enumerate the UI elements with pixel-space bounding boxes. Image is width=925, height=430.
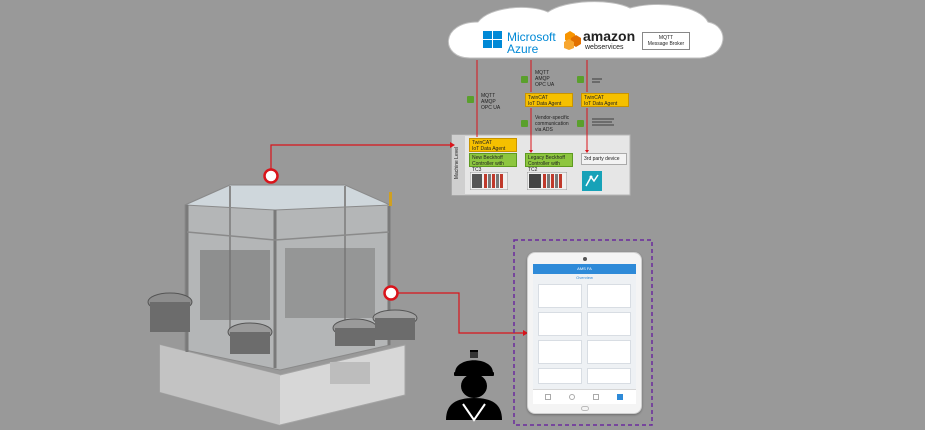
cloud-connections <box>476 60 588 137</box>
tablet-camera <box>583 257 587 261</box>
list-item[interactable] <box>538 312 582 336</box>
azure-logo-icon <box>483 31 507 53</box>
machine-connector-point-mid <box>383 285 399 301</box>
list-item[interactable] <box>587 340 631 364</box>
lock-icon <box>467 96 474 103</box>
lock-icon <box>521 76 528 83</box>
tablet-nav-profile-icon[interactable] <box>569 394 575 400</box>
iot-agent-right-line1: TwinCAT <box>584 95 604 101</box>
agent-connections <box>530 108 588 150</box>
new-controller-box: New Beckhoff Controller with TC3 <box>469 153 517 173</box>
machine-to-tablet-connector <box>391 292 528 336</box>
lock-icon <box>521 120 528 127</box>
machine-level-label: Machine Level <box>454 146 460 180</box>
protocol-vendor: Vendor-specific communication via ADS <box>535 115 569 133</box>
tablet-card-grid <box>538 284 632 384</box>
list-item[interactable] <box>587 368 631 384</box>
protocol-middle-mqtt: MQTT <box>535 70 550 76</box>
protocol-middle-opcua: OPC UA <box>535 82 555 88</box>
third-party-device-icon <box>582 171 602 191</box>
list-item[interactable] <box>538 284 582 308</box>
iot-agent-left: TwinCAT IoT Data Agent <box>469 138 517 152</box>
aws-label-line1: amazon <box>583 28 636 44</box>
worker-icon <box>446 350 502 420</box>
protocol-vendor-line3: via ADS <box>535 127 553 133</box>
iot-agent-right-line2: IoT Data Agent <box>584 101 618 107</box>
iot-agent-left-line2: IoT Data Agent <box>472 146 506 152</box>
machine-connector-point-top <box>263 168 279 184</box>
protocol-vendor-line1: Vendor-specific <box>535 115 570 121</box>
protocol-left-mqtt: MQTT <box>481 93 496 99</box>
lock-icon <box>577 120 584 127</box>
aws-logo-icon <box>563 28 583 50</box>
iot-agent-right: TwinCAT IoT Data Agent <box>581 93 629 107</box>
tablet-section-label: Overview <box>576 275 593 280</box>
mqtt-broker-box: MQTT Message Broker <box>642 32 690 50</box>
tablet-nav-alarm-icon[interactable] <box>593 394 599 400</box>
protocol-middle: MQTT AMQP OPC UA <box>535 70 554 88</box>
tablet-icon: AMS FA Overview <box>527 252 642 414</box>
protocol-left-opcua: OPC UA <box>481 105 501 111</box>
new-controller-hardware <box>469 171 509 191</box>
tablet-nav-home-icon[interactable] <box>545 394 551 400</box>
iot-agent-middle-line1: TwinCAT <box>528 95 548 101</box>
tablet-nav-settings-icon[interactable] <box>617 394 623 400</box>
iot-agent-middle: TwinCAT IoT Data Agent <box>525 93 573 107</box>
lock-icon <box>577 76 584 83</box>
tablet-app-header: AMS FA <box>533 264 636 274</box>
tablet-home-button[interactable] <box>581 406 589 411</box>
protocol-left-amqp: AMQP <box>481 99 496 105</box>
right-vendor-marks <box>592 116 616 128</box>
aws-label-line2: webservices <box>585 44 624 51</box>
iot-agent-left-line1: TwinCAT <box>472 140 492 146</box>
mqtt-broker-line1: MQTT <box>658 35 674 41</box>
list-item[interactable] <box>587 312 631 336</box>
azure-label-line1: Microsoft <box>507 30 556 44</box>
legacy-controller-hardware <box>526 171 568 191</box>
tablet-frame <box>513 239 653 426</box>
third-party-device-box: 3rd party device <box>581 153 627 165</box>
machine-icon <box>147 184 418 426</box>
list-item[interactable] <box>538 340 582 364</box>
legacy-controller-box: Legacy Beckhoff Controller with TC2 <box>525 153 573 173</box>
iot-agent-middle-line2: IoT Data Agent <box>528 101 562 107</box>
protocol-middle-amqp: AMQP <box>535 76 550 82</box>
tablet-screen: AMS FA Overview <box>533 264 636 404</box>
right-protocol-marks <box>592 72 604 83</box>
protocol-vendor-line2: communication <box>535 121 569 127</box>
azure-label-line2: Azure <box>507 42 539 56</box>
tablet-bottom-nav <box>533 389 636 404</box>
mqtt-broker-line2: Message Broker <box>647 41 685 47</box>
list-item[interactable] <box>538 368 582 384</box>
protocol-left: MQTT AMQP OPC UA <box>481 93 500 111</box>
tablet-app-title: AMS FA <box>577 266 592 271</box>
machine-to-cloud-connector <box>270 142 455 176</box>
list-item[interactable] <box>587 284 631 308</box>
